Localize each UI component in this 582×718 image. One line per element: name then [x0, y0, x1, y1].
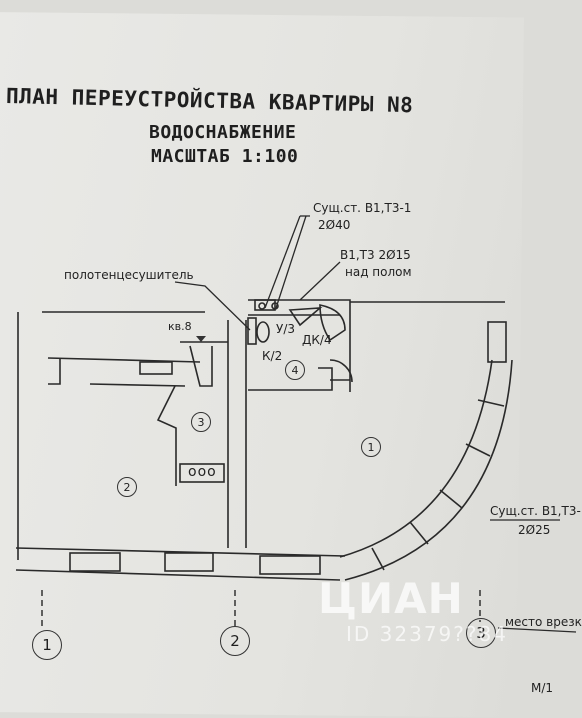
- towel-dryer-label: полотенцесушитель: [64, 268, 194, 282]
- riser-diameter-top: 2Ø40: [318, 218, 351, 232]
- riser-diameter-right: 2Ø25: [518, 523, 551, 537]
- window-top-right: [487, 321, 507, 363]
- curved-wall-inner: [339, 359, 493, 558]
- apartment-label: кв.8: [168, 320, 192, 333]
- plan-subtitle-water: ВОДОСНАБЖЕНИЕ: [149, 122, 297, 143]
- stove-burners: ooo: [188, 464, 217, 480]
- room-marker-1: 1: [361, 437, 381, 457]
- plan-scale: МАСШТАБ 1:100: [151, 146, 299, 167]
- fixture-k-label: К/2: [262, 349, 283, 363]
- pipes-position-label: над полом: [345, 265, 412, 279]
- fixture-dk-label: ДК/4: [302, 333, 332, 347]
- axis-marker-3: 3: [466, 618, 496, 648]
- axis-marker-2: 2: [220, 626, 250, 656]
- room-marker-4: 4: [285, 360, 305, 380]
- toilet: [256, 321, 270, 343]
- window-bottom-mid: [164, 552, 214, 572]
- pipes-label: В1,Т3 2Ø15: [340, 248, 411, 262]
- stove: [179, 463, 225, 483]
- axis-marker-1: 1: [32, 630, 62, 660]
- riser-label-top: Сущ.ст. В1,Т3-1: [313, 201, 412, 215]
- outer-wall-bottom: [15, 547, 346, 557]
- tap-place-label: место врезк: [505, 615, 582, 629]
- window-bottom-right: [259, 555, 321, 575]
- cian-watermark: ЦИАН: [318, 574, 464, 623]
- m1-label: М/1: [531, 681, 554, 695]
- listing-id-watermark: ID 32379??84: [346, 622, 508, 646]
- floor-plan-drawing: [15, 215, 577, 633]
- riser-label-right: Сущ.ст. В1,Т3-: [490, 504, 581, 518]
- corridor-wall: [47, 357, 201, 363]
- room-marker-2: 2: [117, 477, 137, 497]
- window-bottom-left: [69, 552, 121, 572]
- fixture-u-label: У/3: [276, 322, 295, 336]
- room-marker-3: 3: [191, 412, 211, 432]
